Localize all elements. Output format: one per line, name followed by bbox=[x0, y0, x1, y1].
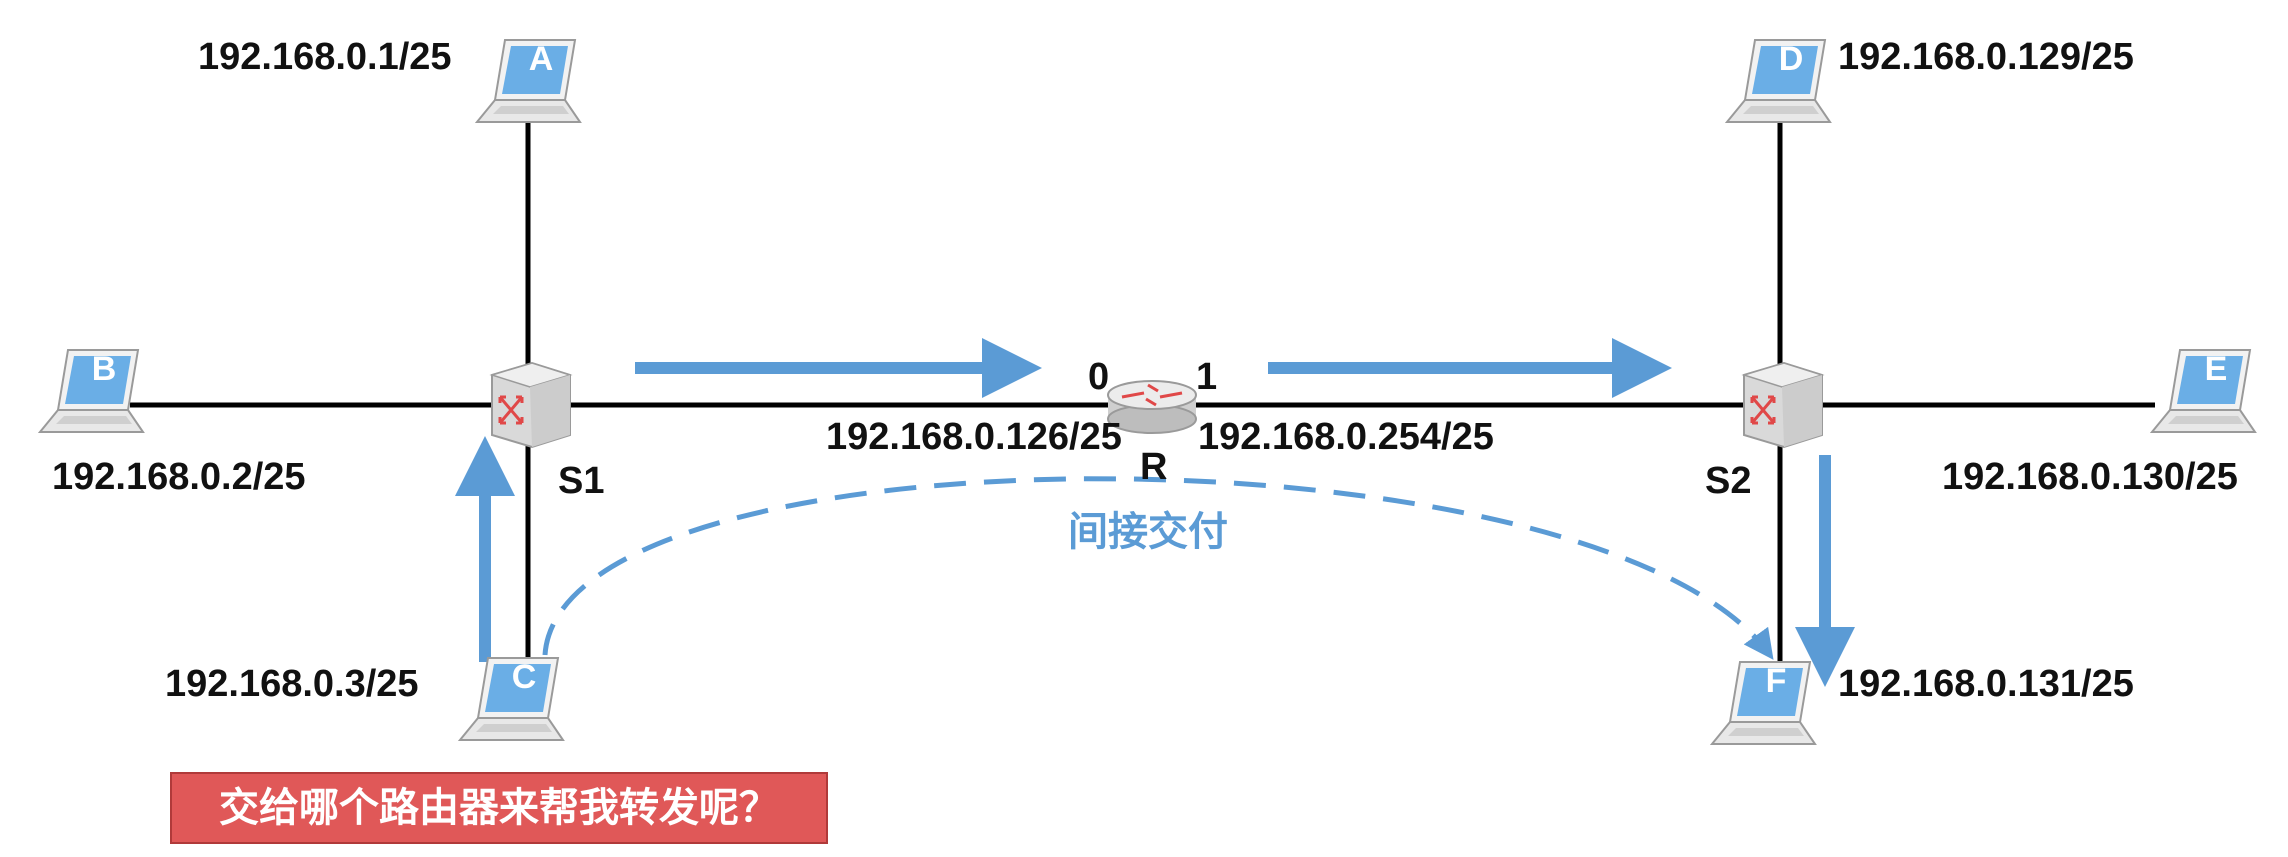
switch-s2-label: S2 bbox=[1705, 460, 1752, 502]
host-b-ip: 192.168.0.2/25 bbox=[52, 456, 306, 498]
host-e-ip: 192.168.0.130/25 bbox=[1942, 456, 2238, 498]
host-d-letter: D bbox=[1779, 40, 1804, 78]
host-c-letter: C bbox=[512, 658, 537, 696]
switch-s1-icon bbox=[490, 361, 572, 449]
host-f-ip: 192.168.0.131/25 bbox=[1838, 663, 2134, 705]
router-port-0: 0 bbox=[1088, 356, 1110, 398]
host-f-laptop-icon bbox=[1711, 661, 1816, 745]
host-b-letter: B bbox=[92, 350, 117, 388]
host-d-ip: 192.168.0.129/25 bbox=[1838, 36, 2134, 78]
host-a-ip: 192.168.0.1/25 bbox=[198, 36, 452, 78]
indirect-delivery-label: 间接交付 bbox=[1068, 509, 1228, 555]
host-c-ip: 192.168.0.3/25 bbox=[165, 663, 419, 705]
router-port-1: 1 bbox=[1196, 356, 1218, 398]
host-f-letter: F bbox=[1766, 662, 1787, 700]
host-e-letter: E bbox=[2205, 350, 2228, 388]
host-e-laptop-icon bbox=[2151, 349, 2256, 433]
host-a-letter: A bbox=[529, 40, 554, 78]
router-label: R bbox=[1140, 446, 1168, 488]
router-ip-port1: 192.168.0.254/25 bbox=[1198, 416, 1494, 458]
switch-s2-icon bbox=[1742, 361, 1824, 449]
question-banner: 交给哪个路由器来帮我转发呢？ bbox=[170, 772, 828, 844]
router-ip-port0: 192.168.0.126/25 bbox=[826, 416, 1122, 458]
router-icon bbox=[1107, 380, 1197, 434]
forward-arrows bbox=[455, 338, 1855, 687]
indirect-delivery-arc bbox=[542, 476, 1774, 660]
switch-s1-label: S1 bbox=[558, 460, 605, 502]
